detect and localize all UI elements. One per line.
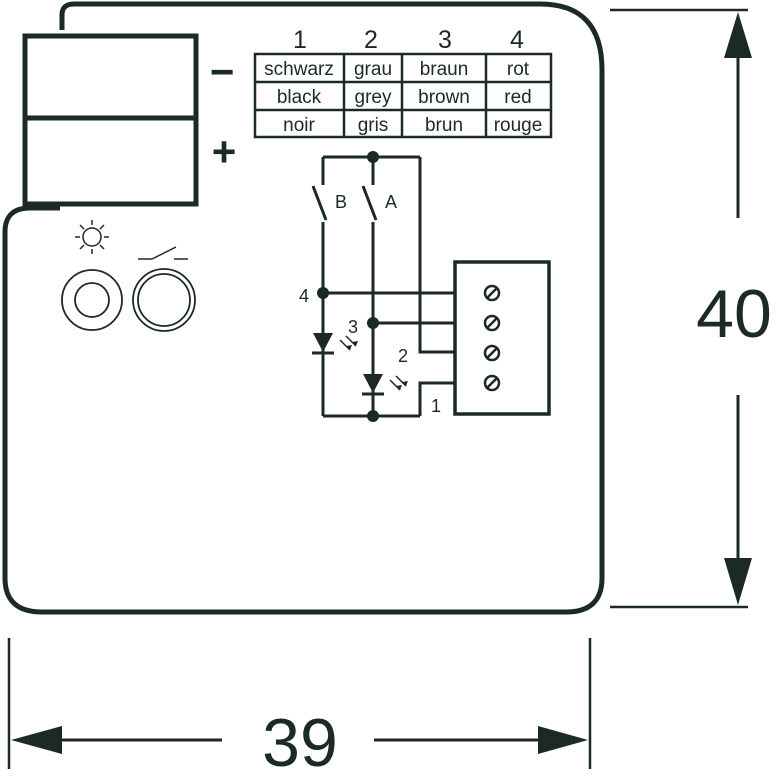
led-diode-2 — [362, 374, 408, 396]
width-dimension — [7, 638, 592, 769]
cell-fr-1: noir — [283, 115, 315, 136]
switch-b-label: B — [335, 192, 347, 212]
cell-fr-3: brun — [425, 115, 463, 136]
wire-number-4: 4 — [510, 26, 524, 54]
cell-fr-4: rouge — [494, 115, 543, 136]
cell-de-2: grau — [354, 59, 392, 80]
led-diode-1 — [312, 333, 358, 355]
node-label-1: 1 — [431, 396, 441, 416]
plus-sign: + — [212, 128, 237, 175]
cell-en-3: brown — [418, 87, 470, 108]
node-label-3: 3 — [348, 317, 358, 337]
wire-number-1: 1 — [293, 26, 307, 54]
circuit-schematic — [311, 155, 551, 418]
junction-dots — [317, 151, 379, 422]
cell-de-3: braun — [420, 59, 469, 80]
cell-en-4: red — [504, 87, 531, 108]
minus-sign: − — [210, 48, 235, 95]
circuit-terminal-block — [453, 260, 551, 416]
wire-number-3: 3 — [438, 26, 452, 54]
push-button-indicator — [132, 268, 196, 332]
height-dimension — [610, 8, 752, 609]
wire-number-2: 2 — [364, 26, 378, 54]
terminal-minus-box — [22, 33, 199, 121]
node-label-4: 4 — [299, 286, 309, 306]
cell-de-1: schwarz — [264, 59, 334, 80]
led-indicator — [61, 269, 123, 331]
terminal-plus-box — [22, 115, 199, 207]
sun-icon — [75, 220, 109, 254]
node-label-2: 2 — [398, 346, 408, 366]
device-outline — [2, 1, 605, 615]
screw-terminals — [483, 284, 501, 392]
cell-en-1: black — [277, 87, 322, 108]
cell-en-2: grey — [355, 87, 392, 108]
height-value: 40 — [696, 276, 772, 352]
cell-fr-2: gris — [358, 115, 389, 136]
cell-de-4: rot — [507, 59, 530, 80]
width-value: 39 — [262, 705, 338, 779]
switch-a-label: A — [385, 192, 397, 212]
switch-symbol-icon — [138, 246, 188, 260]
wire-table: 1 2 3 4 schwarz grau braun rot black gre… — [253, 26, 553, 139]
